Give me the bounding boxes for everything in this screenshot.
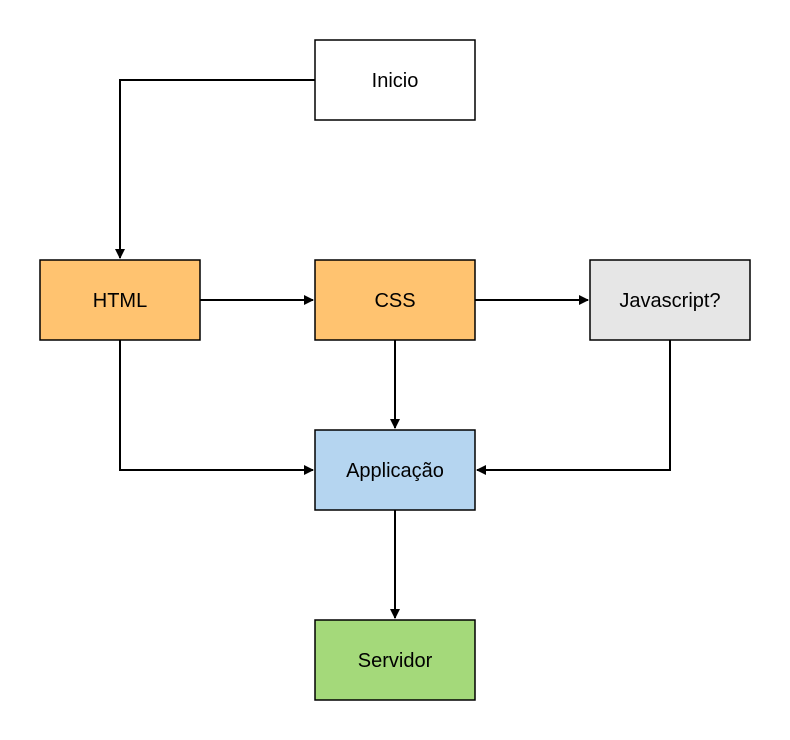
node-html-label: HTML — [93, 290, 147, 312]
node-servidor-label: Servidor — [358, 650, 433, 672]
node-inicio-box — [314, 39, 476, 121]
node-css: CSS — [314, 259, 476, 341]
edge-javascript-to-applicacao — [476, 340, 671, 475]
node-applicacao: Applicação — [314, 429, 476, 511]
node-applicacao-box — [314, 429, 476, 511]
node-css-label: CSS — [374, 290, 415, 312]
node-html: HTML — [39, 259, 201, 341]
node-servidor: Servidor — [314, 619, 476, 701]
node-servidor-box — [314, 619, 476, 701]
node-css-box — [314, 259, 476, 341]
edge-inicio-to-html — [115, 79, 315, 259]
node-inicio: Inicio — [314, 39, 476, 121]
edge-html-to-applicacao — [119, 340, 314, 475]
node-applicacao-label: Applicação — [346, 460, 444, 482]
node-inicio-label: Inicio — [372, 70, 419, 92]
node-html-box — [39, 259, 201, 341]
node-javascript-box — [589, 259, 751, 341]
node-javascript-label: Javascript? — [619, 290, 720, 312]
node-javascript: Javascript? — [589, 259, 751, 341]
